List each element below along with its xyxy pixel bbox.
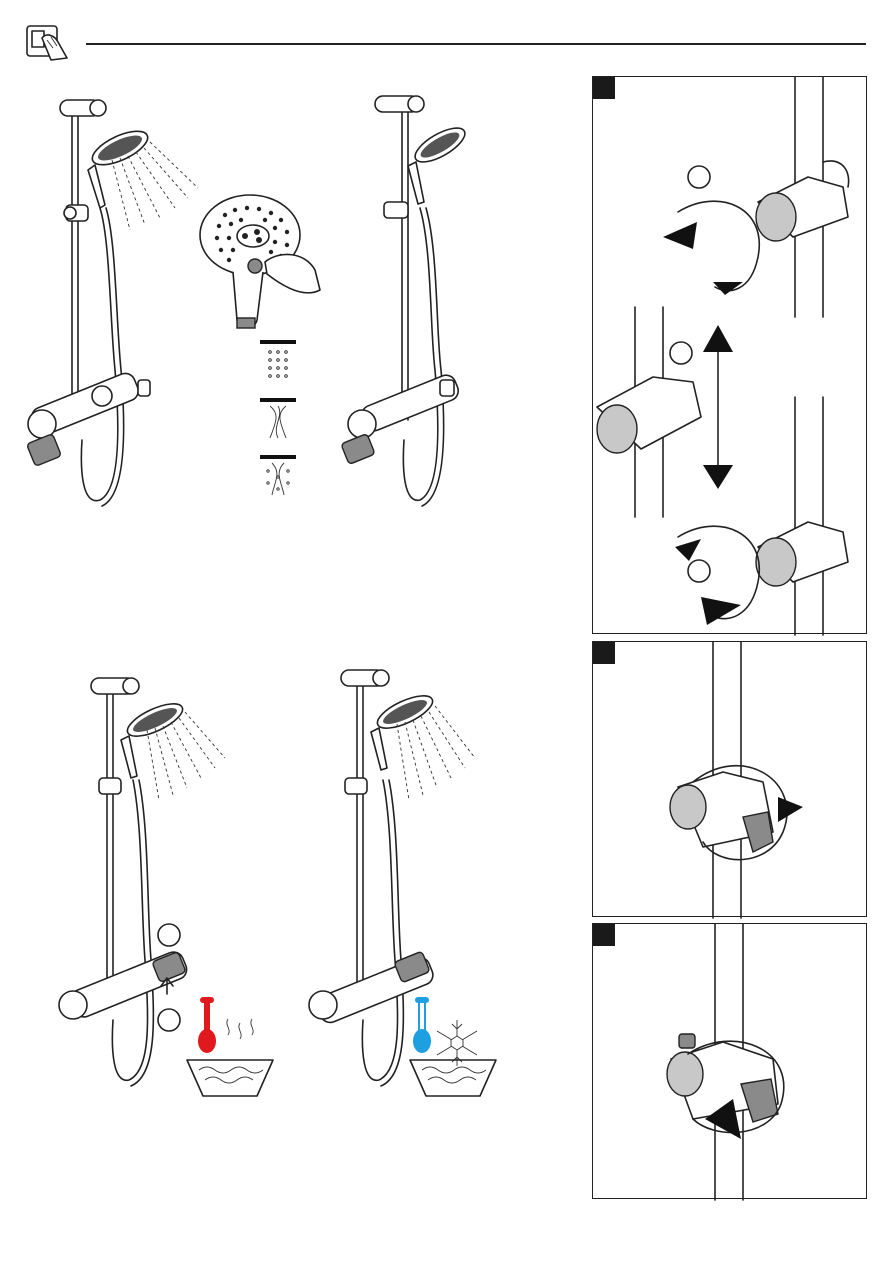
page-header [0,0,893,70]
holder-release-illustration [593,642,868,918]
spray-rain-icon [258,340,298,382]
header-rule [86,43,866,45]
water-basin-hot-icon [185,1050,275,1100]
shower-system-illustration [20,90,220,520]
spray-mix-icon [258,455,298,497]
holder-attach-illustration [593,924,868,1200]
spray-massage-icon [258,398,298,440]
panel-2 [592,641,867,917]
shower-system-illustration-2 [340,90,480,520]
water-basin-cold-icon [408,1050,498,1100]
panel-1 [592,76,867,634]
hand-cleaning-icon [25,24,75,64]
slider-adjust-illustration [593,77,868,635]
panel-3 [592,923,867,1199]
hand-shower-closeup [195,190,335,340]
